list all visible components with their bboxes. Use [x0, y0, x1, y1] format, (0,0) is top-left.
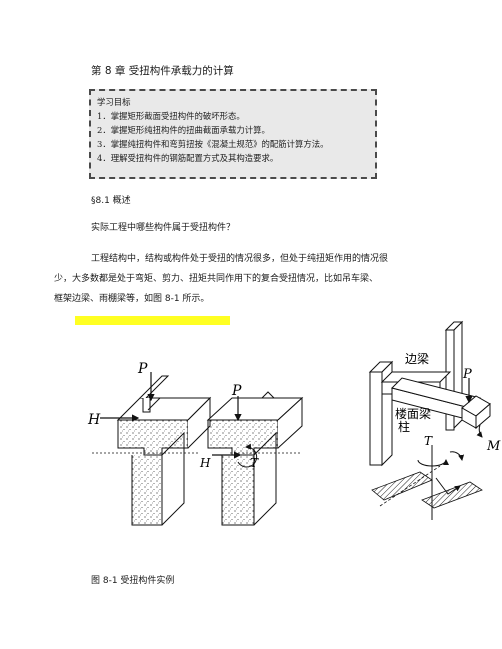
left-label-h: H [87, 412, 101, 428]
left-label-p: P [137, 361, 148, 377]
learning-goals-box: 学习目标 1．掌握矩形截面受扭构件的破坏形态。 2．掌握矩形纯扭构件的扭曲截面承… [89, 89, 377, 179]
paragraph-line: 少，大多数都是处于弯矩、剪力、扭矩共同作用下的复合受扭情况，比如吊车梁、 [54, 274, 379, 284]
torque-arrow [237, 443, 258, 468]
learning-goal-item: 2．掌握矩形纯扭构件的扭曲截面承载力计算。 [97, 125, 270, 135]
hatched-section-left [371, 471, 433, 501]
paragraph-line: 框架边梁、雨棚梁等，如图 8-1 所示。 [54, 294, 210, 304]
crane-beam-figure [116, 375, 212, 526]
learning-goal-item: 4．理解受扭构件的钢筋配置方式及其构造要求。 [97, 153, 279, 163]
frame-beam-figure [368, 320, 491, 467]
paragraph-line: 工程结构中，结构或构件处于受扭的情况很多，但处于纯扭矩作用的情况很 [91, 254, 389, 264]
section-heading: §8.1 概述 [91, 196, 131, 206]
figure-caption: 图 8-1 受扭构件实例 [91, 576, 175, 586]
column-label: 柱 [398, 419, 410, 434]
middle-label-p: P [231, 383, 242, 399]
floor-beam-label: 楼面梁 [395, 406, 431, 421]
question-text: 实际工程中哪些构件属于受扭构件？ [91, 223, 236, 233]
beam-torsion-figure [206, 391, 304, 526]
learning-goals-heading: 学习目标 [97, 97, 131, 107]
learning-goal-item: 3．掌握纯扭构件和弯剪扭按《混凝土规范》的配筋计算方法。 [97, 139, 329, 149]
learning-goal-item: 1．掌握矩形截面受扭构件的破坏形态。 [97, 111, 245, 121]
chapter-title: 第 8 章 受扭构件承载力的计算 [91, 65, 234, 77]
right-label-t: T [424, 434, 433, 448]
middle-label-t: T [250, 456, 259, 470]
middle-label-h: H [199, 456, 211, 470]
highlight-bar [75, 316, 230, 325]
body-paragraph: 工程结构中，结构或构件处于受扭的情况很多，但处于纯扭矩作用的情况很 少，大多数都… [54, 249, 454, 309]
hatched-section-right [421, 481, 483, 509]
edge-beam-label: 边梁 [405, 351, 429, 366]
right-label-p: P [462, 367, 472, 382]
right-label-m: M [486, 439, 501, 454]
moment-arrow [476, 424, 483, 438]
